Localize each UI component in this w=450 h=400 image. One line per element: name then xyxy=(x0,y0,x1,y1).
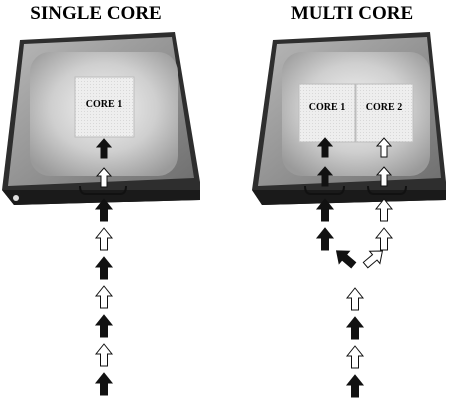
single-inner-arrow-black xyxy=(95,138,113,159)
multi-core-right-stream xyxy=(374,198,394,251)
multi-core-left-stream xyxy=(315,198,335,251)
multi-inner-arrow-left-top xyxy=(316,137,334,158)
multi-core-1-label: CORE 1 xyxy=(309,102,345,113)
multi-core-title: MULTI CORE xyxy=(291,3,413,24)
multi-inner-arrow-left-bottom xyxy=(316,166,334,187)
single-notches xyxy=(79,185,127,195)
single-stream-arrow-3-black xyxy=(94,256,114,280)
multi-notches-right xyxy=(367,185,407,195)
multi-core-2-die xyxy=(355,83,414,143)
multi-inner-arrow-right-bottom xyxy=(375,166,393,187)
multi-notches xyxy=(304,185,345,195)
multi-socket-side xyxy=(252,190,446,205)
single-pin1-mark xyxy=(13,195,19,201)
single-core-chip: CORE 1 xyxy=(2,32,200,205)
single-core-1-label: CORE 1 xyxy=(86,99,122,110)
single-stream-arrow-1-black xyxy=(94,198,114,222)
multi-merged-arrow-4-black xyxy=(345,374,365,398)
single-inner-arrows xyxy=(95,138,113,188)
multi-left-arrow-2-black xyxy=(315,227,335,251)
multi-merged-arrow-2-black xyxy=(345,316,365,340)
split-arrow-right-white xyxy=(362,250,384,269)
single-stream-arrow-2-white xyxy=(94,227,114,251)
multi-core-split-arrows xyxy=(335,250,384,269)
split-arrow-left-black xyxy=(335,250,357,269)
multi-right-arrow-2-white xyxy=(374,227,394,251)
multi-core-merged-stream xyxy=(345,287,365,398)
multi-inner-arrow-right-top xyxy=(375,137,393,158)
single-inner-arrow-white xyxy=(95,167,113,188)
single-core-1-die xyxy=(74,76,135,138)
single-core-instruction-stream xyxy=(94,198,114,396)
multi-core-1-die xyxy=(298,83,356,143)
multi-left-arrow-1-black xyxy=(315,198,335,222)
multi-right-arrow-1-white xyxy=(374,198,394,222)
single-stream-arrow-7-black xyxy=(94,372,114,396)
multi-merged-arrow-1-white xyxy=(345,287,365,311)
single-core-title: SINGLE CORE xyxy=(30,3,161,24)
multi-merged-arrow-3-white xyxy=(345,345,365,369)
multi-inner-arrows xyxy=(316,137,393,187)
single-stream-arrow-6-white xyxy=(94,343,114,367)
single-stream-arrow-5-black xyxy=(94,314,114,338)
multi-core-2-label: CORE 2 xyxy=(366,102,402,113)
single-socket-side xyxy=(2,190,200,205)
single-stream-arrow-4-white xyxy=(94,285,114,309)
multi-core-chip: CORE 1 CORE 2 xyxy=(252,32,446,205)
